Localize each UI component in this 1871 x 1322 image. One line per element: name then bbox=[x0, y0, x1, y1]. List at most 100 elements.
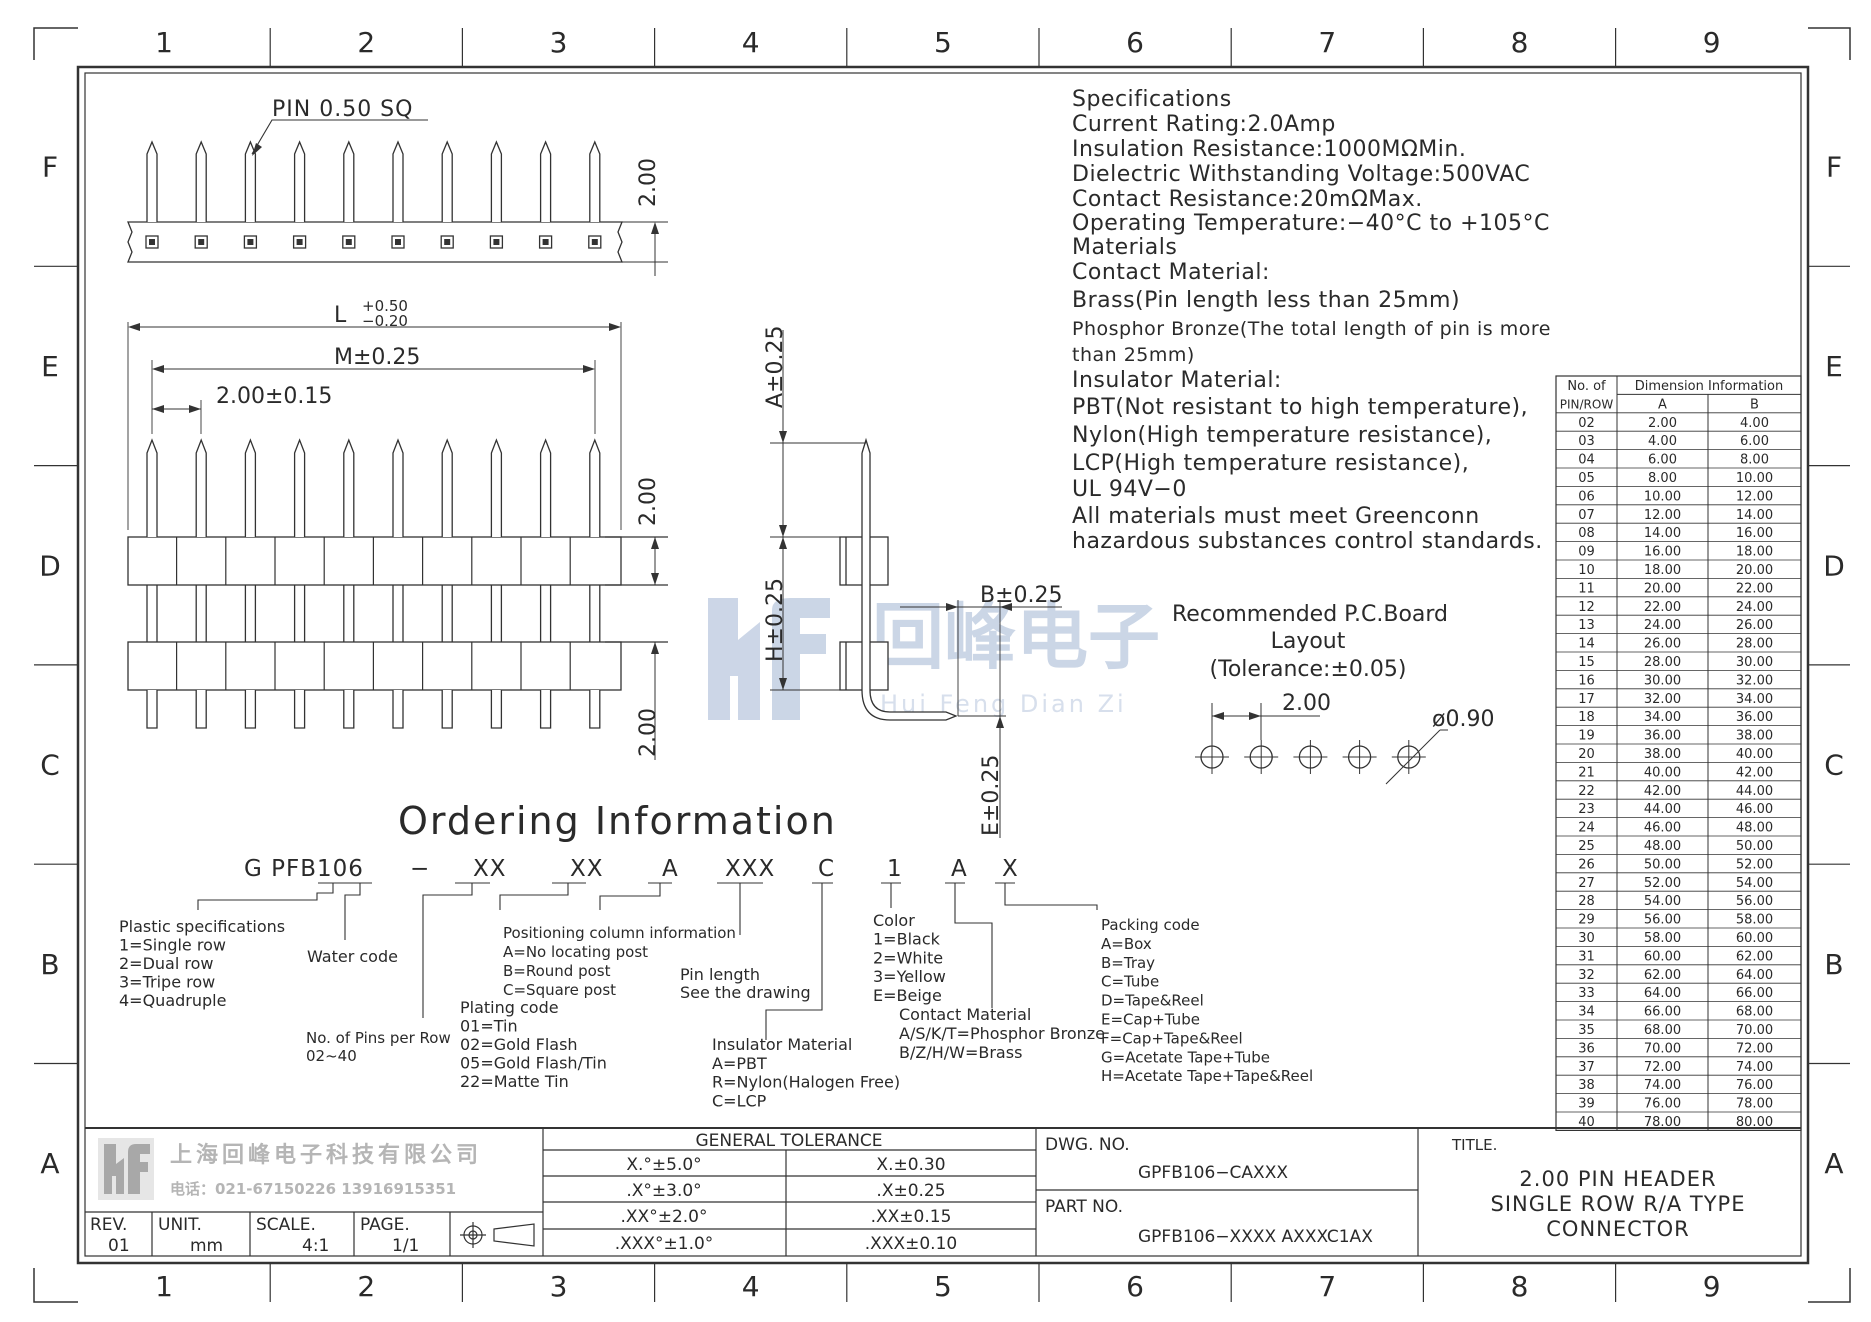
ordering-code-part: XX bbox=[570, 856, 604, 882]
front-pin-top bbox=[441, 438, 453, 537]
zone-col-bottom-8: 8 bbox=[1511, 1270, 1529, 1303]
table-cell-b: 24.00 bbox=[1736, 600, 1773, 615]
top-pin bbox=[539, 140, 552, 222]
top-pin-square bbox=[588, 235, 602, 249]
ordering-packing-line: E=Cap+Tube bbox=[1101, 1011, 1200, 1029]
top-pin-square-fill bbox=[247, 239, 254, 245]
pcb-holes bbox=[1195, 740, 1426, 774]
top-pin bbox=[244, 140, 257, 222]
zone-col-bottom-6: 6 bbox=[1126, 1270, 1144, 1303]
tolerance-angle: X.°±5.0° bbox=[626, 1155, 701, 1175]
rev-value: 01 bbox=[108, 1236, 130, 1256]
table-cell-b: 10.00 bbox=[1736, 471, 1773, 486]
company-name-cn: 上海回峰电子科技有限公司 bbox=[170, 1142, 482, 1168]
ordering-insulator-line: C=LCP bbox=[712, 1091, 767, 1110]
tolerance-angle: .XXX°±1.0° bbox=[615, 1234, 714, 1254]
ordering-code-part: A bbox=[951, 856, 968, 882]
title-line: CONNECTOR bbox=[1546, 1217, 1690, 1241]
table-cell-pin: 29 bbox=[1578, 913, 1595, 928]
ordering-contact-line: Contact Material bbox=[899, 1005, 1031, 1024]
side-view bbox=[770, 330, 1062, 838]
ordering-plating-line: 02=Gold Flash bbox=[460, 1035, 578, 1054]
ordering-code-part: 1 bbox=[887, 856, 903, 882]
ordering-insulator-line: Insulator Material bbox=[712, 1035, 852, 1054]
table-cell-b: 62.00 bbox=[1736, 949, 1773, 964]
ordering-color-line: Color bbox=[873, 911, 915, 930]
ordering-plastic-line: 3=Tripe row bbox=[119, 973, 215, 992]
front-pin-tail bbox=[539, 690, 552, 729]
table-cell-b: 8.00 bbox=[1740, 453, 1769, 468]
ordering-code-part: G PFB106 bbox=[244, 856, 364, 882]
table-cell-pin: 18 bbox=[1578, 710, 1595, 725]
top-pin-square-fill bbox=[493, 239, 500, 245]
table-cell-b: 56.00 bbox=[1736, 894, 1773, 909]
pcb-title-1: Recommended P.C.Board bbox=[1172, 602, 1448, 627]
spec-line: Materials bbox=[1072, 235, 1177, 260]
table-cell-a: 6.00 bbox=[1648, 453, 1677, 468]
table-cell-b: 78.00 bbox=[1736, 1097, 1773, 1112]
table-cell-a: 78.00 bbox=[1644, 1115, 1681, 1130]
ordering-positioning-line: B=Round post bbox=[503, 962, 611, 980]
table-cell-b: 46.00 bbox=[1736, 802, 1773, 817]
ordering-positioning-line: Positioning column information bbox=[503, 924, 736, 942]
zone-row-left-e: E bbox=[41, 350, 59, 383]
page-label: PAGE. bbox=[360, 1215, 410, 1235]
table-cell-pin: 28 bbox=[1578, 894, 1595, 909]
ordering-color-line: 3=Yellow bbox=[873, 967, 946, 986]
table-cell-a: 64.00 bbox=[1644, 986, 1681, 1001]
spec-line: Contact Resistance:20mΩMax. bbox=[1072, 187, 1423, 212]
top-pin-square-fill bbox=[395, 239, 401, 245]
part-label: PART NO. bbox=[1045, 1197, 1123, 1217]
zone-col-top-4: 4 bbox=[742, 26, 760, 59]
table-cell-a: 24.00 bbox=[1644, 618, 1681, 633]
table-cell-b: 32.00 bbox=[1736, 673, 1773, 688]
table-cell-b: 20.00 bbox=[1736, 563, 1773, 578]
top-pin-square-fill bbox=[198, 239, 205, 245]
ordering-plastic-line: 1=Single row bbox=[119, 936, 226, 955]
top-pin-square-fill bbox=[444, 239, 451, 245]
table-cell-b: 66.00 bbox=[1736, 986, 1773, 1001]
zone-row-right-a: A bbox=[1824, 1147, 1843, 1180]
zone-col-bottom-5: 5 bbox=[934, 1270, 952, 1303]
top-pin-square bbox=[342, 235, 356, 249]
table-cell-a: 4.00 bbox=[1648, 434, 1677, 449]
table-cell-b: 58.00 bbox=[1736, 913, 1773, 928]
top-pin-square bbox=[145, 235, 159, 249]
table-cell-a: 12.00 bbox=[1644, 508, 1681, 523]
table-cell-a: 46.00 bbox=[1644, 821, 1681, 836]
front-pin-tail bbox=[343, 690, 355, 729]
table-cell-a: 48.00 bbox=[1644, 839, 1681, 854]
table-cell-pin: 24 bbox=[1578, 821, 1595, 836]
ordering-leaders bbox=[197, 882, 1098, 1040]
spec-line: Insulation Resistance:1000MΩMin. bbox=[1072, 137, 1466, 162]
top-pin bbox=[195, 140, 207, 222]
pcb-pitch: 2.00 bbox=[1282, 691, 1331, 716]
ordering-color-line: E=Beige bbox=[873, 986, 942, 1005]
tolerance-angle: .X°±3.0° bbox=[626, 1181, 701, 1201]
zone-row-right-e: E bbox=[1825, 350, 1843, 383]
front-dim-upper: 2.00 bbox=[636, 477, 661, 526]
unit-value: mm bbox=[190, 1236, 223, 1256]
b-dim-label: B±0.25 bbox=[980, 583, 1063, 608]
table-cell-a: 68.00 bbox=[1644, 1023, 1681, 1038]
table-cell-a: 56.00 bbox=[1644, 913, 1681, 928]
zone-col-bottom-1: 1 bbox=[155, 1270, 173, 1303]
front-pin-tail bbox=[392, 690, 404, 729]
top-pin-square-fill bbox=[542, 239, 549, 245]
table-cell-a: 14.00 bbox=[1644, 526, 1681, 541]
top-pin-square-fill bbox=[345, 239, 352, 245]
table-cell-pin: 32 bbox=[1578, 968, 1595, 983]
length-tol-plus: +0.50 bbox=[362, 297, 408, 315]
ordering-packing-line: G=Acetate Tape+Tube bbox=[1101, 1048, 1270, 1066]
table-cell-a: 30.00 bbox=[1644, 673, 1681, 688]
table-cell-pin: 17 bbox=[1578, 692, 1595, 707]
zone-col-top-1: 1 bbox=[155, 26, 173, 59]
table-cell-a: 20.00 bbox=[1644, 581, 1681, 596]
front-pins bbox=[146, 438, 601, 729]
zone-col-bottom-9: 9 bbox=[1703, 1270, 1721, 1303]
dwg-label: DWG. NO. bbox=[1045, 1135, 1130, 1155]
spec-line: hazardous substances control standards. bbox=[1072, 529, 1543, 554]
table-cell-a: 38.00 bbox=[1644, 747, 1681, 762]
table-cell-pin: 08 bbox=[1578, 526, 1595, 541]
